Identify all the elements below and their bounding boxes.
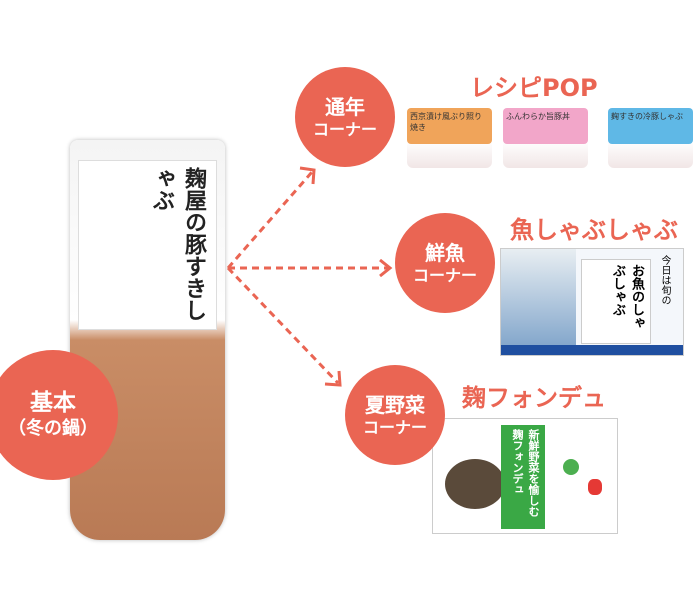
- vegetable-circle: 夏野菜 コーナー: [345, 365, 445, 465]
- product-label: 麹屋の豚すきしゃぶ: [78, 160, 217, 330]
- base-title: 基本: [30, 390, 76, 417]
- fish-pop: お魚のしゃぶしゃぶ 今日は旬の: [500, 248, 684, 356]
- fondue-pop-text: 新鮮野菜を愉しむ麹フォンデュ: [501, 425, 545, 529]
- arrow-to-vegetable: [226, 266, 340, 385]
- corner-title: 夏野菜: [365, 392, 425, 417]
- fish-pop-heading: 今日は旬の: [659, 255, 670, 305]
- recipe-card: ふんわらか旨豚丼: [503, 100, 588, 168]
- year-round-circle: 通年 コーナー: [295, 67, 395, 167]
- corner-subtitle: コーナー: [312, 119, 377, 139]
- corner-title: 鮮魚: [425, 240, 465, 265]
- recipe-label: 麹すきの冷豚しゃぶ: [608, 108, 693, 144]
- product-pouch: 麹屋の豚すきしゃぶ: [70, 140, 225, 540]
- fish-circle: 鮮魚 コーナー: [395, 213, 495, 313]
- recipe-label: 西京漬け風ぶり照り焼き: [407, 108, 492, 144]
- recipe-card: 西京漬け風ぶり照り焼き: [407, 100, 492, 168]
- fondue-pop: 新鮮野菜を愉しむ麹フォンデュ: [432, 418, 618, 534]
- base-subtitle: （冬の鍋）: [8, 418, 98, 440]
- recipe-card: 麹すきの冷豚しゃぶ: [608, 100, 693, 168]
- fondue-title: 麹フォンデュ: [462, 384, 606, 412]
- recipe-pop-title: レシピPOP: [470, 74, 598, 102]
- corner-subtitle: コーナー: [362, 417, 427, 437]
- corner-subtitle: コーナー: [412, 265, 477, 285]
- fish-pop-text: お魚のしゃぶしゃぶ: [581, 259, 651, 344]
- fish-title: 魚しゃぶしゃぶ: [510, 216, 678, 244]
- corner-title: 通年: [325, 94, 365, 119]
- arrow-to-year-round: [226, 171, 314, 269]
- base-circle: 基本 （冬の鍋）: [0, 350, 118, 480]
- recipe-label: ふんわらか旨豚丼: [503, 108, 588, 144]
